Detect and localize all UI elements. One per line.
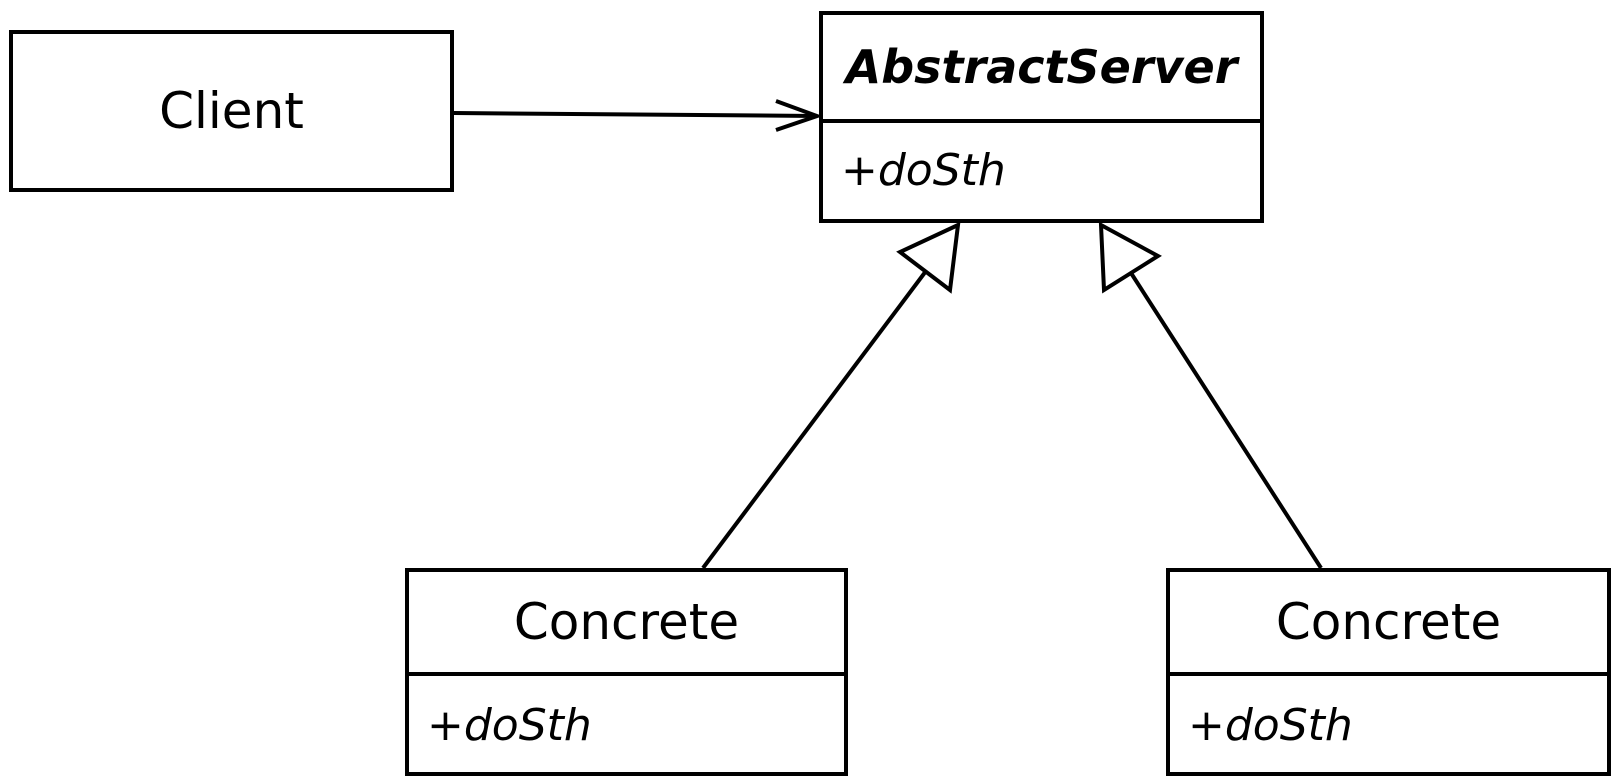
compartment-divider [1170,672,1607,676]
class-operation: +doSth [1188,700,1353,751]
class-box-concrete-left: Concrete +doSth [405,568,848,776]
class-name: Client [159,82,304,140]
generalization-line-right [1129,271,1323,570]
open-arrowhead-icon [775,99,823,132]
class-box-concrete-right: Concrete +doSth [1166,568,1611,776]
association-line [453,111,818,118]
hollow-triangle-icon [1098,221,1162,294]
class-name: Concrete [1275,593,1502,651]
class-box-abstract-server: AbstractServer +doSth [819,11,1264,223]
hollow-triangle-icon [896,221,961,294]
class-operation: +doSth [841,145,1006,196]
generalization-line-left [701,269,928,570]
class-operation: +doSth [427,700,592,751]
compartment-divider [823,119,1260,123]
class-name: Concrete [513,593,740,651]
class-box-client: Client [9,30,454,192]
class-name-abstract: AbstractServer [845,40,1238,94]
compartment-divider [409,672,844,676]
